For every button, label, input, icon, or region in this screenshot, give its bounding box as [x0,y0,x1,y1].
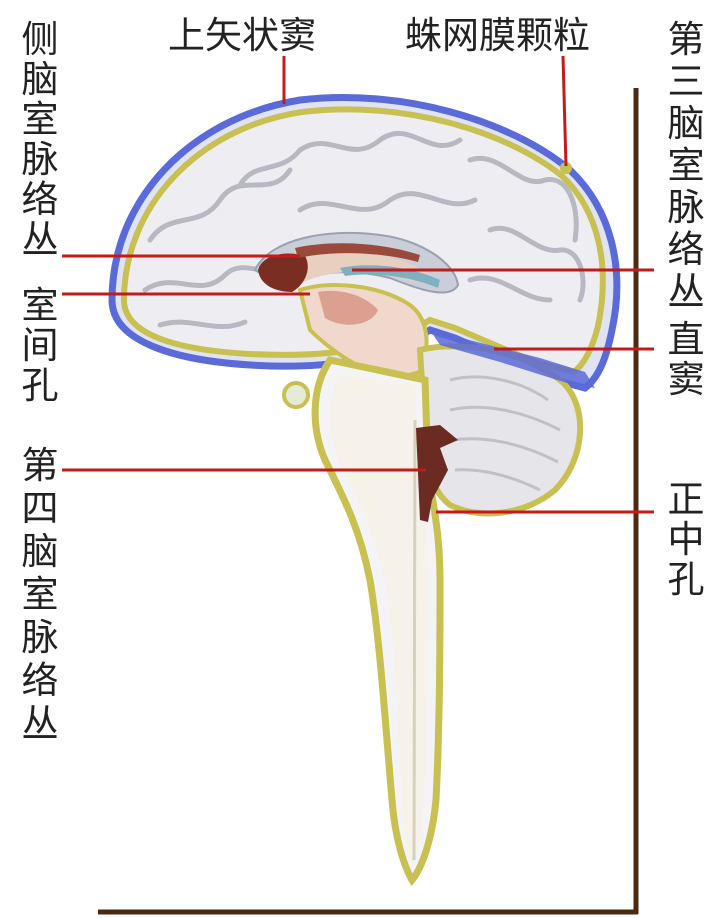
label-superior-sagittal-sinus: 上矢状窦 [168,14,316,57]
label-straight-sinus: 直窦 [668,318,705,401]
label-char: 四 [22,487,59,530]
label-char: 室 [22,284,59,327]
label-char: 侧 [22,18,59,61]
label-char: 脉 [22,616,59,659]
label-char: 间 [22,324,59,367]
label-char: 正 [668,478,705,521]
central-canal [414,420,415,860]
label-third-ventricle-choroid-plexus: 第三脑室脉络丛 [668,18,705,313]
label-char: 直 [668,318,705,361]
label-char: 窦 [668,358,705,401]
label-char: 脑 [22,58,59,101]
label-char: 中 [668,518,705,561]
label-interventricular-foramen: 室间孔 [22,284,59,407]
label-char: 脑 [22,530,59,573]
pituitary [284,383,308,407]
label-char: 络 [668,228,705,271]
label-char: 络 [22,659,59,702]
brain-illustration [112,97,617,880]
label-char: 孔 [22,364,59,407]
label-char: 丛 [22,218,59,261]
label-char: 脉 [22,138,59,181]
label-char: 脑 [668,102,705,145]
label-char: 孔 [668,558,705,601]
label-char: 第 [22,444,59,487]
label-char: 丛 [668,270,705,313]
label-char: 室 [22,573,59,616]
label-lateral-ventricle-choroid-plexus: 侧脑室脉络丛 [22,18,59,261]
label-median-aperture: 正中孔 [668,478,705,601]
label-char: 室 [668,144,705,187]
label-char: 三 [668,60,705,103]
label-char: 室 [22,98,59,141]
label-char: 络 [22,178,59,221]
label-fourth-ventricle-choroid-plexus: 第四脑室脉络丛 [22,444,59,745]
label-char: 脉 [668,186,705,229]
label-char: 丛 [22,702,59,745]
label-arachnoid-granulations: 蛛网膜颗粒 [405,14,590,57]
label-char: 第 [668,18,705,61]
leader-arachnoid-granulations [563,56,566,166]
